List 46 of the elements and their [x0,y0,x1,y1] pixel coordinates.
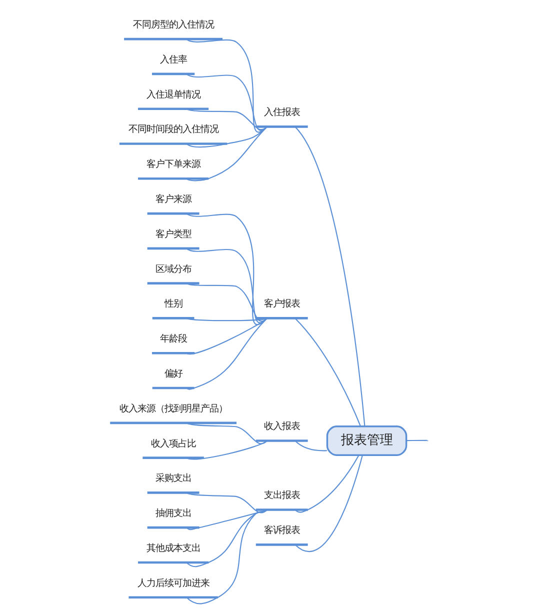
node-text: 收入项占比 [150,438,196,450]
connector [186,318,268,390]
node-text: 收入报表 [263,421,300,432]
node-text: 其他成本支出 [146,542,200,554]
connector [186,213,267,325]
connector [186,440,267,460]
node-text: 客诉报表 [263,525,300,536]
node-text: 入住退单情况 [146,89,200,100]
connector [186,509,267,568]
connector [294,126,365,426]
node-text: 客户来源 [154,194,191,205]
node-text: 年龄段 [159,334,186,345]
node-text: 客户报表 [263,298,300,310]
connector [186,126,267,148]
node-text: 区域分布 [154,264,191,275]
connector [294,440,326,452]
connector [186,38,267,132]
connector [294,455,362,552]
connector [294,318,361,427]
connector [186,318,267,322]
connector [186,492,267,514]
connector [186,422,267,444]
node-box: 报表管理 [326,426,407,456]
node-text: 不同时间段的入住情况 [128,124,218,136]
connector [406,440,428,442]
connector [294,455,359,513]
connector [186,248,267,323]
node-text: 性别 [164,298,182,310]
connector [186,108,267,130]
connector [186,509,267,604]
connector [186,318,267,355]
node-text: 入住报表 [263,107,300,118]
node-text: 采购支出 [154,473,191,484]
node-text: 收入来源（找到明星产品） [118,403,227,414]
connector [186,126,268,182]
node-text: 支出报表 [263,490,300,502]
node-text: 抽佣支出 [154,508,191,520]
node-text: 不同房型的入住情况 [132,20,214,31]
node-text: 客户类型 [154,228,191,240]
node-text: 客户下单来源 [146,159,200,170]
connector [186,74,267,131]
connector [186,509,267,530]
node-text: 偏好 [164,368,182,380]
node-text: 人力后续可加进来 [136,578,209,589]
connector [186,282,267,322]
node-text: 入住率 [159,54,186,66]
